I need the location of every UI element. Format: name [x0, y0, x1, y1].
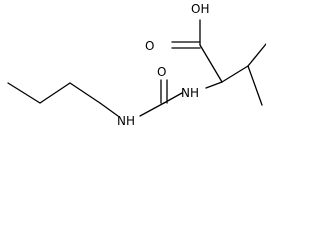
nh-carbonyl-bond: [139, 102, 165, 117]
butyl-bond-2: [39, 82, 71, 104]
urea-carbonyl-oxygen-label: O: [157, 65, 166, 79]
hydroxyl-label: OH: [191, 2, 209, 16]
structure-diagram: OH O O NH NH: [7, 2, 266, 128]
alpha-carboxyl-bond: [199, 44, 223, 83]
alpha-nh-label: NH: [181, 86, 199, 100]
butyl-nh-label: NH: [117, 114, 135, 128]
isopropyl-methyl-down-bond: [247, 65, 263, 106]
butyl-bond-4: [99, 102, 119, 117]
alpha-isopropyl-bond: [221, 65, 249, 83]
butyl-bond-1: [7, 82, 41, 104]
carbonyl-nh-bond: [163, 92, 183, 104]
isopropyl-methyl-up-bond: [247, 43, 266, 67]
butyl-bond-3: [69, 82, 101, 104]
nh-alpha-bond: [205, 81, 223, 89]
acid-carbonyl-oxygen-label: O: [145, 39, 154, 53]
